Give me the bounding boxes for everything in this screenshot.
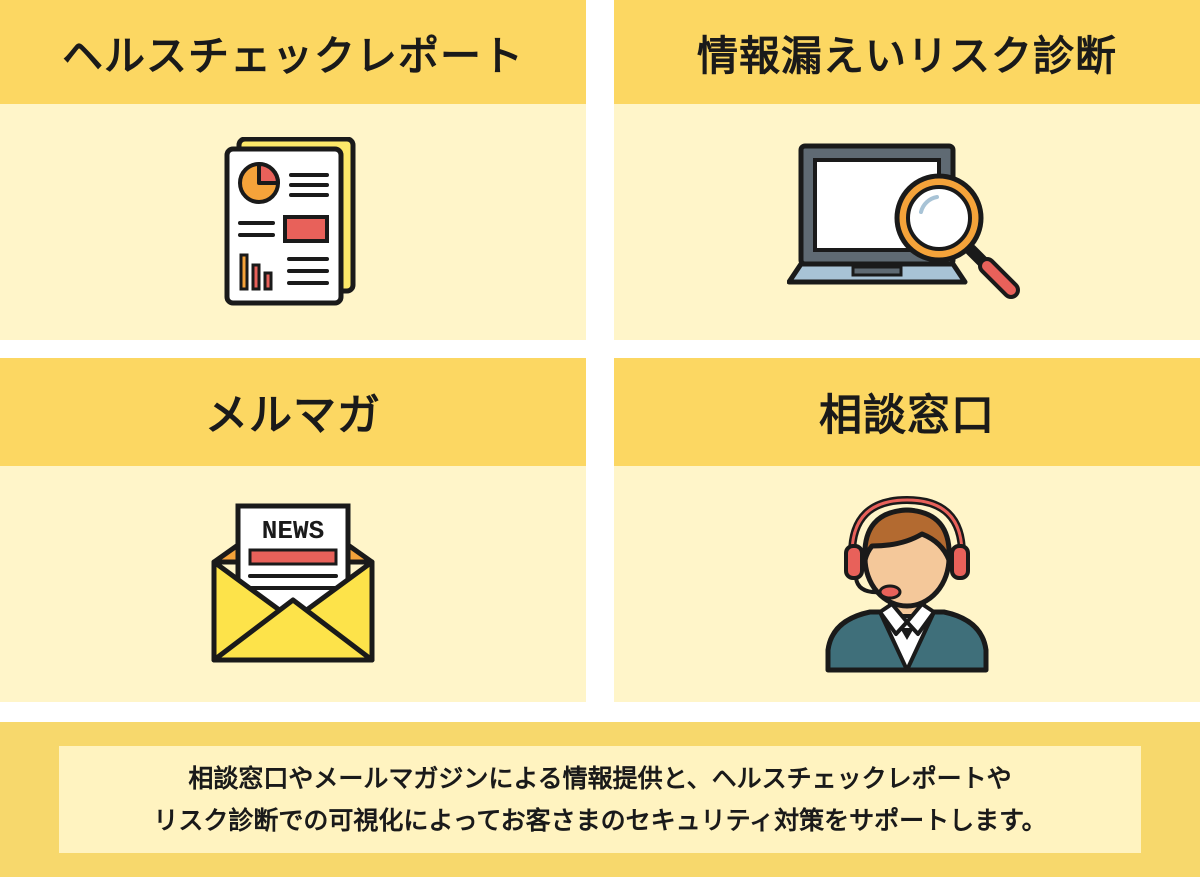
card-leak-risk-diagnosis: 情報漏えいリスク診断 bbox=[614, 0, 1200, 340]
card-title: メルマガ bbox=[205, 391, 381, 441]
card-health-check-report: ヘルスチェックレポート bbox=[0, 0, 586, 340]
card-body bbox=[614, 466, 1200, 702]
summary-line-1: 相談窓口やメールマガジンによる情報提供と、ヘルスチェックレポートや bbox=[188, 763, 1012, 793]
card-body: NEWS bbox=[0, 466, 586, 702]
summary-box: 相談窓口やメールマガジンによる情報提供と、ヘルスチェックレポートや リスク診断で… bbox=[59, 746, 1141, 853]
report-document-icon bbox=[224, 137, 356, 306]
newsletter-envelope-icon: NEWS bbox=[211, 503, 375, 662]
laptop-magnifier-icon bbox=[787, 143, 1020, 299]
card-body bbox=[0, 104, 586, 340]
card-title: ヘルスチェックレポート bbox=[62, 32, 524, 80]
card-title: 相談窓口 bbox=[819, 391, 995, 441]
card-title: 情報漏えいリスク診断 bbox=[697, 32, 1117, 80]
summary-banner: 相談窓口やメールマガジンによる情報提供と、ヘルスチェックレポートや リスク診断で… bbox=[0, 722, 1200, 877]
card-newsletter: メルマガ NEWS bbox=[0, 358, 586, 702]
card-header: 情報漏えいリスク診断 bbox=[614, 0, 1200, 104]
card-body bbox=[614, 104, 1200, 340]
card-consultation-desk: 相談窓口 bbox=[614, 358, 1200, 702]
card-header: メルマガ bbox=[0, 358, 586, 466]
summary-line-2: リスク診断での可視化によってお客さまのセキュリティ対策をサポートします。 bbox=[153, 805, 1047, 835]
card-header: ヘルスチェックレポート bbox=[0, 0, 586, 104]
support-operator-headset-icon bbox=[825, 495, 989, 673]
card-header: 相談窓口 bbox=[614, 358, 1200, 466]
news-label: NEWS bbox=[262, 516, 324, 546]
